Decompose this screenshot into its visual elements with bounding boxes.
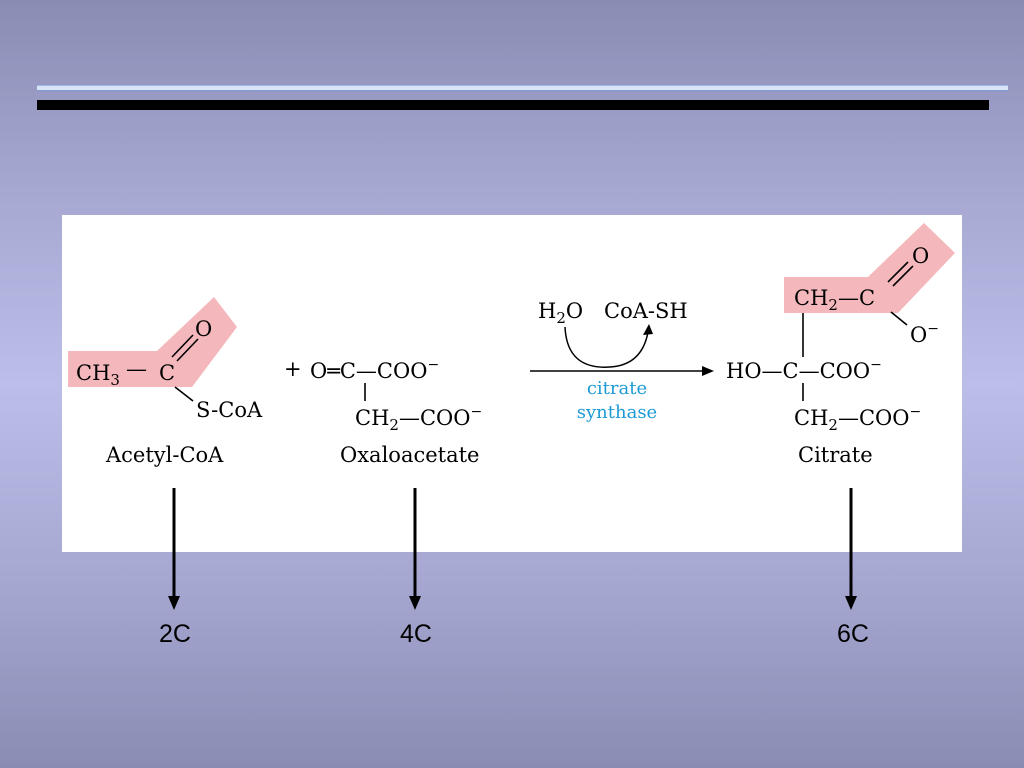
- title-rule-dark: [37, 100, 989, 110]
- acetyl-scoa: S-CoA: [196, 398, 263, 422]
- oxalo-name: Oxaloacetate: [340, 443, 479, 467]
- citrate-name: Citrate: [798, 443, 873, 467]
- reaction-diagram: CH3 — C O S-CoA Acetyl-CoA + O═C—COO− CH…: [68, 223, 955, 467]
- oxalo-bottom: CH2—COO−: [355, 404, 482, 434]
- arrow-h2o: H2O: [538, 299, 583, 327]
- acetyl-s-bond: [174, 386, 194, 402]
- oxalo-top: O═C—COO−: [310, 357, 439, 383]
- arrow-curve-head: [643, 324, 653, 335]
- arrow-coash: CoA-SH: [604, 299, 688, 323]
- enzyme-line1: citrate: [587, 378, 647, 399]
- citrate-middle: HO—C—COO−: [726, 357, 882, 383]
- enzyme-line2: synthase: [577, 402, 657, 423]
- arrow-6c-head: [845, 596, 857, 610]
- plus-sign: +: [284, 357, 302, 381]
- label-2c: 2C: [159, 620, 191, 648]
- acetyl-highlight: [68, 297, 237, 387]
- citrate-bottom: CH2—COO−: [794, 404, 921, 434]
- arrow-2c-head: [168, 596, 180, 610]
- citrate-o-minus-bond: [890, 311, 908, 326]
- acetyl-c: C: [159, 361, 175, 385]
- title-rule-light: [37, 85, 1008, 91]
- acetyl-double-bond-a: [171, 334, 194, 358]
- reaction-arrow-head: [702, 366, 714, 376]
- citrate-double-bond-b: [892, 265, 914, 287]
- acetyl-name: Acetyl-CoA: [105, 443, 224, 467]
- citrate-o-top: O: [912, 244, 929, 268]
- arrow-curve: [564, 326, 649, 368]
- arrow-4c-head: [409, 596, 421, 610]
- acetyl-dash: —: [126, 357, 147, 381]
- label-4c: 4C: [400, 620, 432, 648]
- citrate-o-minus: O−: [910, 321, 939, 347]
- label-6c: 6C: [837, 620, 869, 648]
- citrate-double-bond-a: [887, 261, 909, 283]
- acetyl-o: O: [195, 317, 212, 341]
- acetyl-ch3: CH3: [76, 361, 120, 389]
- citrate-top-ch2: CH2—C: [794, 286, 875, 314]
- reaction-panel: CH3 — C O S-CoA Acetyl-CoA + O═C—COO− CH…: [62, 215, 962, 552]
- acetyl-double-bond-b: [176, 338, 199, 362]
- citrate-highlight: [784, 223, 955, 313]
